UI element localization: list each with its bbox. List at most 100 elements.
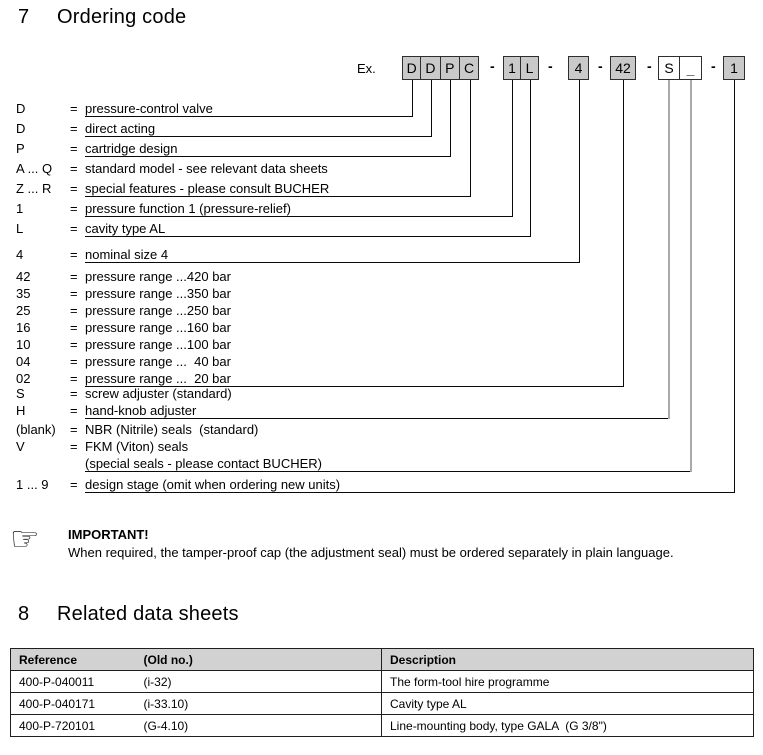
drop-line [690,80,692,472]
ordering-term: 16 [16,320,31,335]
table-cell: Line-mounting body, type GALA (G 3/8") [381,714,754,737]
section-8-number: 8 [18,603,30,625]
ordering-desc: nominal size 4 [85,247,169,262]
drop-line [530,80,531,237]
code-group: 4 [568,56,589,80]
drop-line [411,80,413,117]
table-cell: (i-33.10) [135,692,382,715]
underline-connector [85,471,692,472]
equals-sign: = [70,181,78,196]
code-group: 1 [723,56,745,80]
section-7-title: Ordering code [57,6,187,28]
table-cell: 400-P-040011 [10,670,136,693]
equals-sign: = [70,303,78,318]
ordering-desc: cavity type AL [85,221,166,236]
ordering-desc: pressure range ... 40 bar [85,354,231,369]
ordering-desc: pressure range ...160 bar [85,320,231,335]
equals-sign: = [70,269,78,284]
table-cell: (G-4.10) [135,714,382,737]
section-8-title: Related data sheets [57,603,239,625]
equals-sign: = [70,439,78,454]
code-cell-blank: _ [680,56,702,80]
code-separator: - [711,58,716,74]
equals-sign: = [70,101,78,116]
ordering-term: H [16,403,26,418]
equals-sign: = [70,477,78,492]
equals-sign: = [70,386,78,401]
ordering-desc: hand-knob adjuster [85,403,197,418]
equals-sign: = [70,371,78,386]
underline-connector [85,236,531,237]
table-cell: The form-tool hire programme [381,670,754,693]
ordering-desc: (special seals - please contact BUCHER) [85,456,322,471]
equals-sign: = [70,320,78,335]
ordering-desc: NBR (Nitrile) seals (standard) [85,422,259,437]
table-row: 400-P-720101(G-4.10)Line-mounting body, … [10,714,754,737]
ordering-term: 04 [16,354,31,369]
ordering-term: S [16,386,25,401]
code-group: S_ [658,56,702,80]
drop-line [450,80,452,157]
ordering-term: D [16,121,26,136]
ordering-desc: FKM (Viton) seals [85,439,189,454]
table-row: 400-P-040171(i-33.10)Cavity type AL [10,692,754,715]
equals-sign: = [70,286,78,301]
ordering-term: P [16,141,25,156]
important-title: IMPORTANT! [68,527,149,542]
code-cell-D: D [402,56,422,80]
ordering-desc: direct acting [85,121,156,136]
ordering-desc: pressure function 1 (pressure-relief) [85,201,291,216]
drop-line [469,80,471,197]
ordering-desc: special features - please consult BUCHER [85,181,330,196]
important-text: When required, the tamper-proof cap (the… [68,545,674,560]
underline-connector [85,418,670,419]
code-cell-S: S [658,56,680,80]
underline-connector [85,156,452,157]
ordering-desc: pressure range ...350 bar [85,286,231,301]
ordering-term: L [16,221,24,236]
ordering-term: (blank) [16,422,56,437]
ordering-term: 10 [16,337,31,352]
drop-line [512,80,513,217]
ordering-term: A ... Q [16,161,53,176]
underline-connector [85,216,513,217]
code-cell-1: 1 [503,56,521,80]
equals-sign: = [70,422,78,437]
code-separator: - [548,58,553,74]
drop-line [623,80,624,387]
ordering-desc: pressure range ...250 bar [85,303,231,318]
equals-sign: = [70,337,78,352]
ordering-term: 02 [16,371,31,386]
table-cell: 400-P-040171 [10,692,136,715]
column-header: Description [381,648,754,671]
ordering-desc: screw adjuster (standard) [85,386,232,401]
code-cell-P: P [440,56,460,80]
code-separator: - [490,58,495,74]
section-7-number: 7 [18,6,30,28]
ordering-desc: standard model - see relevant data sheet… [85,161,328,176]
drop-line [668,80,670,419]
code-separator: - [598,58,603,74]
code-group: 42 [610,56,636,80]
ordering-desc: pressure-control valve [85,101,213,116]
example-label: Ex. [357,61,376,76]
ordering-desc: pressure range ... 20 bar [85,371,231,386]
equals-sign: = [70,161,78,176]
ordering-term: D [16,101,26,116]
equals-sign: = [70,121,78,136]
equals-sign: = [70,201,78,216]
column-header: Reference [10,648,136,671]
ordering-term: 1 [16,201,24,216]
ordering-term: 1 ... 9 [16,477,49,492]
drop-line [430,80,432,137]
drop-line [578,80,580,263]
ordering-desc: pressure range ...420 bar [85,269,231,284]
table-header-row: Reference(Old no.)Description [10,648,754,671]
equals-sign: = [70,403,78,418]
code-cell-1: 1 [723,56,745,80]
code-cell-L: L [521,56,539,80]
underline-connector [85,196,471,197]
